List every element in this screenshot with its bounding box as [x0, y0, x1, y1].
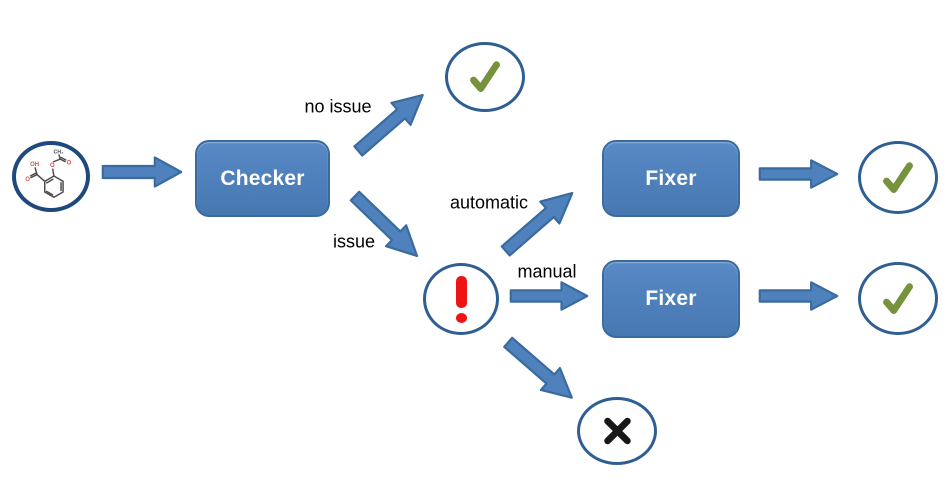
molecule-input-node: OH O O O CH₃: [12, 141, 90, 212]
arrow-fixer-automatic-to-success: [759, 159, 838, 189]
warning-circle: [423, 263, 499, 335]
cross-icon: [603, 417, 631, 445]
atom-label-o-carbonyl: O: [67, 160, 72, 166]
arrow-warning-automatic: [495, 180, 584, 263]
success-circle-top: [445, 42, 525, 112]
label-automatic: automatic: [449, 192, 529, 213]
aspirin-molecule-icon: OH O O O CH₃: [25, 149, 72, 198]
exclamation-bar: [455, 275, 467, 308]
arrow-checker-issue: [343, 184, 429, 268]
atom-label-ch3: CH₃: [54, 149, 65, 155]
fixer-manual-node: Fixer: [602, 260, 740, 338]
label-issue: issue: [332, 231, 376, 252]
arrow-warning-manual: [510, 281, 588, 311]
checker-label: Checker: [220, 166, 305, 190]
atom-label-o-acid: O: [25, 177, 30, 183]
label-manual: manual: [517, 261, 577, 282]
fixer-manual-label: Fixer: [645, 287, 697, 310]
checker-node: Checker: [195, 140, 330, 217]
atom-label-oh: OH: [30, 161, 39, 167]
atom-label-o-ester: O: [50, 162, 55, 168]
exclamation-dot: [455, 312, 467, 323]
checkmark-icon: [883, 161, 913, 193]
exclamation-icon: [455, 275, 467, 323]
arrow-fixer-manual-to-success: [759, 281, 838, 311]
success-circle-right-2: [858, 262, 938, 335]
arrow-checker-no-issue: [347, 82, 434, 163]
rejected-circle: [577, 397, 657, 465]
fixer-automatic-node: Fixer: [602, 140, 740, 217]
success-circle-right-1: [858, 141, 938, 214]
checkmark-icon: [883, 282, 913, 314]
label-no-issue: no issue: [304, 96, 372, 117]
arrow-molecule-to-checker: [102, 156, 182, 188]
checkmark-icon: [470, 61, 500, 92]
arrow-warning-rejected: [497, 330, 583, 411]
fixer-automatic-label: Fixer: [645, 166, 697, 190]
